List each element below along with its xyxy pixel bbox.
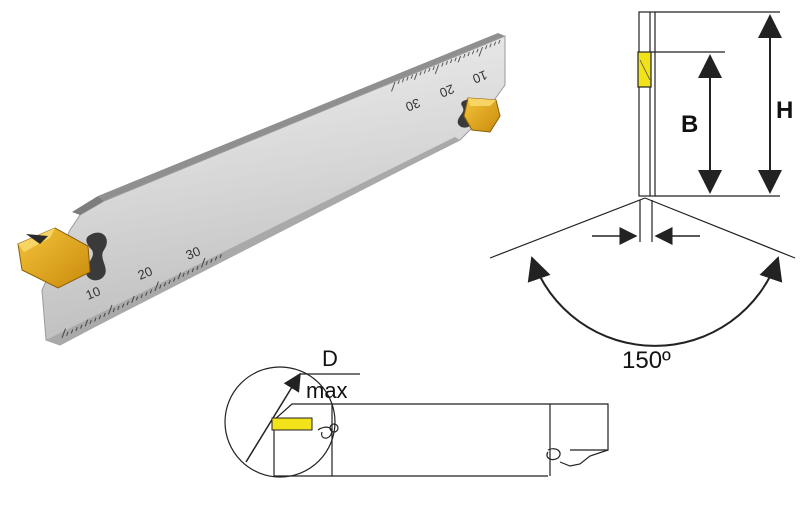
ruler-tick: [498, 39, 501, 44]
ruler-tick: [61, 328, 66, 339]
ruler-left-label: 10: [84, 283, 103, 302]
ruler-tick: [191, 268, 194, 273]
ruler-tick: [196, 265, 199, 270]
ruler-tick: [89, 319, 92, 325]
ruler-tick: [493, 41, 497, 46]
ruler-tick: [471, 50, 475, 55]
ruler-tick: [410, 74, 413, 79]
ruler-tick: [173, 277, 176, 282]
blade-3d-view: 10 20 30 10 20 30: [17, 33, 506, 346]
ruler-tick: [445, 60, 448, 65]
ruler-right-label: 10: [470, 67, 489, 86]
ruler-tick: [434, 64, 440, 75]
ruler-tick: [117, 305, 120, 310]
ruler-right-label: 30: [403, 95, 422, 114]
label-h: H: [776, 97, 793, 124]
angle-label: 150º: [622, 347, 671, 374]
ruler-tick: [131, 295, 135, 303]
ruler-tick: [454, 57, 457, 62]
ruler-tick: [406, 76, 409, 81]
ruler-tick: [135, 296, 139, 301]
ruler-tick: [94, 317, 97, 322]
ruler-tick: [98, 315, 102, 320]
ruler-tick: [401, 78, 405, 83]
ruler-tick: [159, 284, 162, 289]
blade-top-edge: [98, 33, 505, 201]
ruler-tick: [84, 319, 89, 327]
ruler-tick: [467, 52, 470, 57]
ruler-tick: [70, 329, 74, 334]
ruler-tick: [219, 254, 222, 259]
ruler-tick: [140, 294, 143, 299]
ruler-tick: [457, 55, 462, 63]
label-b: B: [681, 111, 698, 138]
ruler-tick: [112, 308, 115, 313]
ruler-tick: [428, 67, 431, 72]
ruler-tick: [168, 279, 171, 285]
angle-line-right: [644, 197, 796, 259]
ruler-tick: [489, 43, 492, 48]
ruler-tick: [145, 291, 148, 296]
ruler-tick: [485, 45, 488, 50]
ruler-tick: [450, 59, 453, 64]
ruler-tick: [478, 46, 483, 57]
holder-outline: [332, 403, 609, 451]
angle-line-left: [489, 197, 646, 259]
ruler-tick: [200, 257, 206, 268]
ruler-tick: [419, 71, 422, 76]
max-diameter-circle: [224, 366, 336, 478]
ruler-tick: [75, 327, 78, 332]
ruler-tick: [441, 62, 444, 67]
ruler-tick: [463, 53, 466, 58]
ruler-tick: [432, 66, 435, 71]
ruler-tick: [397, 80, 400, 85]
ruler-left-ticks: [61, 254, 222, 339]
label-d: D: [322, 346, 338, 371]
ruler-tick: [476, 48, 479, 53]
insert-left: [17, 227, 91, 289]
blade-slot-left: [86, 232, 107, 281]
ruler-right-ticks: [391, 39, 501, 92]
ruler-tick: [177, 272, 182, 280]
ruler-left-label: 20: [136, 263, 155, 282]
blade-face: [41, 35, 506, 346]
label-max: max: [306, 378, 348, 403]
ruler-tick: [210, 258, 213, 263]
ruler-tick: [103, 312, 106, 317]
ruler-tick: [187, 270, 190, 275]
ruler-tick: [423, 69, 427, 74]
ruler-tick: [391, 81, 396, 92]
ruler-tick: [126, 301, 129, 306]
ruler-tick: [182, 272, 185, 277]
insert-top: [271, 417, 313, 431]
ruler-tick: [121, 303, 125, 308]
ruler-tick: [80, 324, 83, 329]
ruler-tick: [413, 73, 418, 81]
blade-left-front: [72, 196, 104, 215]
ruler-tick: [163, 282, 167, 287]
ruler-tick: [205, 261, 208, 266]
ruler-tick: [214, 256, 218, 261]
ruler-left-label: 30: [184, 243, 203, 262]
angle-arc: [527, 256, 783, 347]
ruler-tick: [108, 304, 113, 315]
insert-right: [463, 97, 501, 133]
blade-bottom-bevel: [46, 137, 460, 345]
blade-profile: [638, 11, 656, 197]
side-view: [489, 11, 796, 347]
ruler-tick: [149, 289, 153, 294]
ruler-tick: [154, 281, 159, 292]
ruler-right-label: 20: [437, 81, 456, 100]
ruler-tick: [66, 331, 69, 336]
